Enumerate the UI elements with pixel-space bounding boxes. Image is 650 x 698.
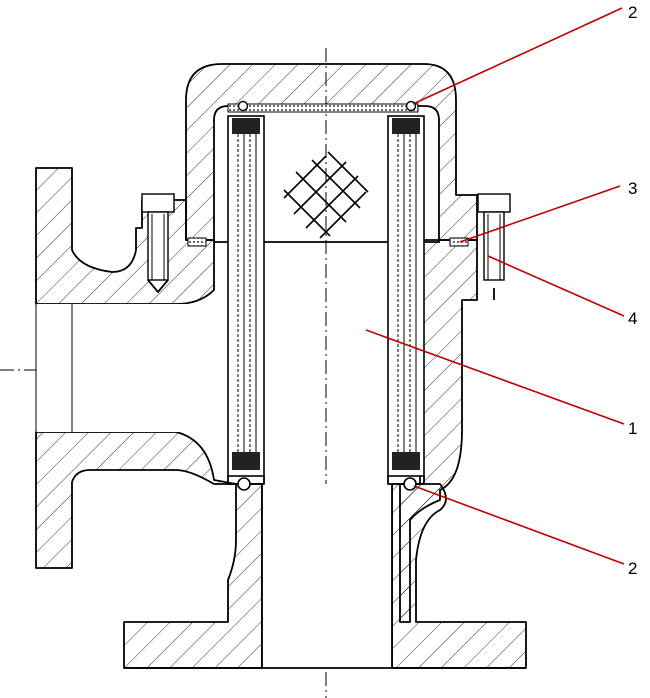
callout-element: 1 xyxy=(628,419,637,438)
callout-bolt: 4 xyxy=(628,309,637,328)
callout-seal: 3 xyxy=(628,179,637,198)
leader-bottom-right xyxy=(413,485,625,565)
o-ring-top-left xyxy=(237,100,249,112)
inlet-bore xyxy=(36,304,236,432)
o-ring-bottom-right xyxy=(403,477,417,491)
cover-gasket-strip xyxy=(227,103,419,113)
housing-right-lower xyxy=(391,483,527,669)
filter-element xyxy=(227,115,425,485)
bolt-right xyxy=(477,193,511,300)
flange-gasket-right xyxy=(449,237,469,247)
outlet-bore xyxy=(262,484,392,668)
mesh-symbol xyxy=(283,151,369,239)
bolt-left xyxy=(141,193,175,293)
leader-bolt xyxy=(487,255,625,317)
leader-top-right xyxy=(412,7,623,105)
callout-top-right: 2 xyxy=(628,3,637,22)
leader-element xyxy=(365,329,625,425)
leader-seal xyxy=(459,185,621,243)
o-ring-bottom-left xyxy=(237,477,251,491)
flange-gasket-left xyxy=(187,237,207,247)
callout-bottom-right: 2 xyxy=(628,559,637,578)
